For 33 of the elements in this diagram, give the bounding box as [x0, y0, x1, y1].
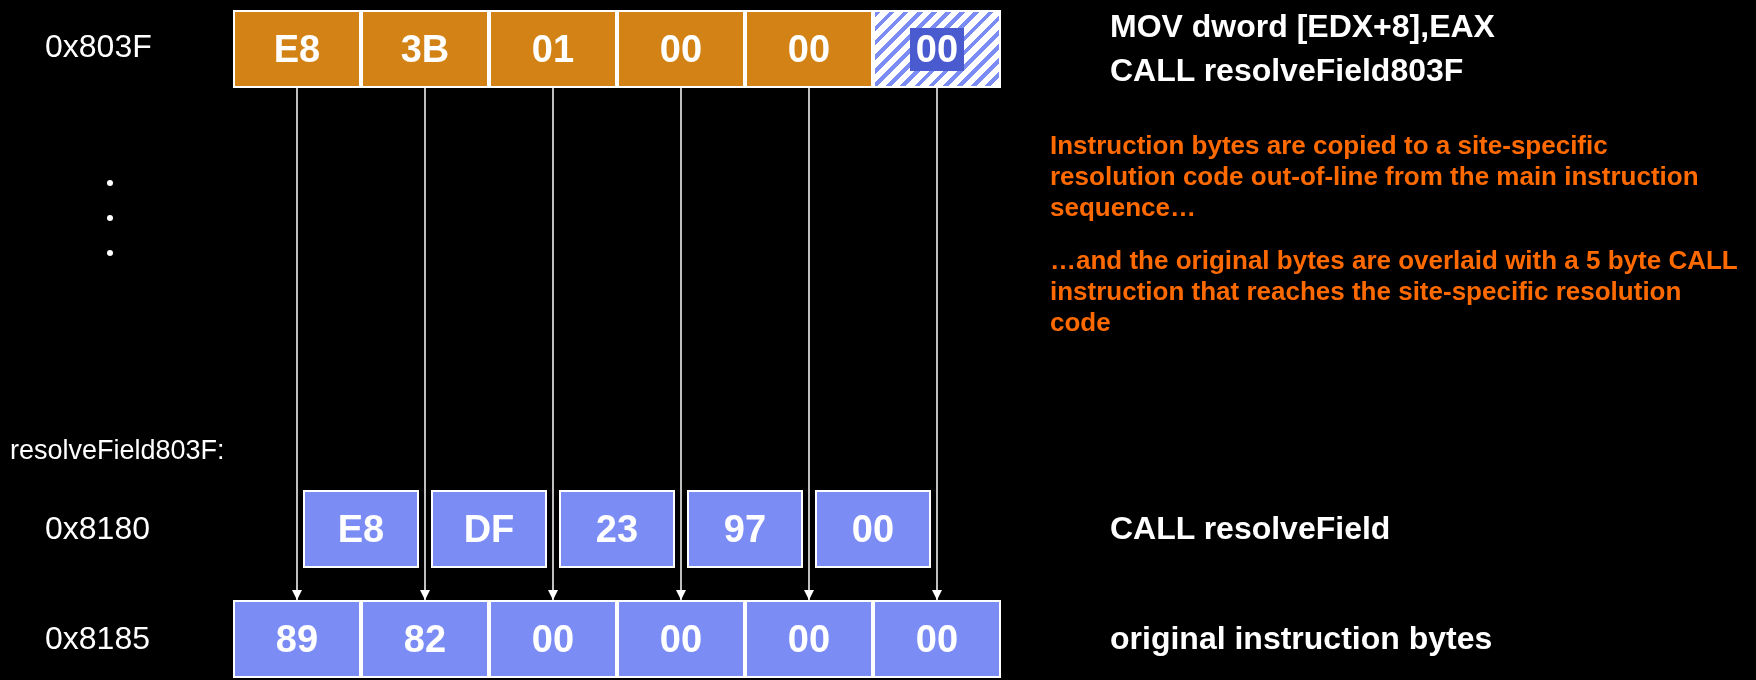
byte-cell: 00 — [745, 600, 873, 678]
instruction-text: MOV dword [EDX+8],EAX — [1110, 8, 1495, 45]
arrow — [675, 87, 687, 601]
byte-cell: 00 — [617, 10, 745, 88]
byte-cell: 00 — [489, 600, 617, 678]
arrow — [419, 87, 431, 601]
routine-label: resolveField803F: — [10, 435, 225, 466]
arrow — [291, 87, 303, 601]
byte-cell: 82 — [361, 600, 489, 678]
arrow — [931, 87, 943, 601]
byte-cell: 00 — [873, 600, 1001, 678]
byte-cell: 00 — [617, 600, 745, 678]
hatched-byte-cell: 00 — [873, 10, 1001, 88]
byte-cell: DF — [431, 490, 547, 568]
note-text: …and the original bytes are overlaid with a 5 byte CALL instruction that reaches the site-specific resolution code — [1050, 245, 1739, 338]
instruction-text: original instruction bytes — [1110, 620, 1493, 657]
byte-cell: 89 — [233, 600, 361, 678]
address-label: 0x8185 — [45, 620, 150, 657]
address-label: 0x8180 — [45, 510, 150, 547]
byte-cell: 3B — [361, 10, 489, 88]
byte-cell: 00 — [815, 490, 931, 568]
byte-cell: E8 — [303, 490, 419, 568]
note-text: Instruction bytes are copied to a site-specific resolution code out-of-line from the main instruction sequence… — [1050, 130, 1700, 223]
byte-cell: E8 — [233, 10, 361, 88]
byte-cell: 00 — [745, 10, 873, 88]
address-label: 0x803F — [45, 28, 152, 65]
instruction-text: CALL resolveField803F — [1110, 52, 1464, 89]
byte-cell: 97 — [687, 490, 803, 568]
arrow — [803, 87, 815, 601]
byte-cell: 01 — [489, 10, 617, 88]
instruction-text: CALL resolveField — [1110, 510, 1391, 547]
arrow — [547, 87, 559, 601]
byte-cell: 23 — [559, 490, 675, 568]
